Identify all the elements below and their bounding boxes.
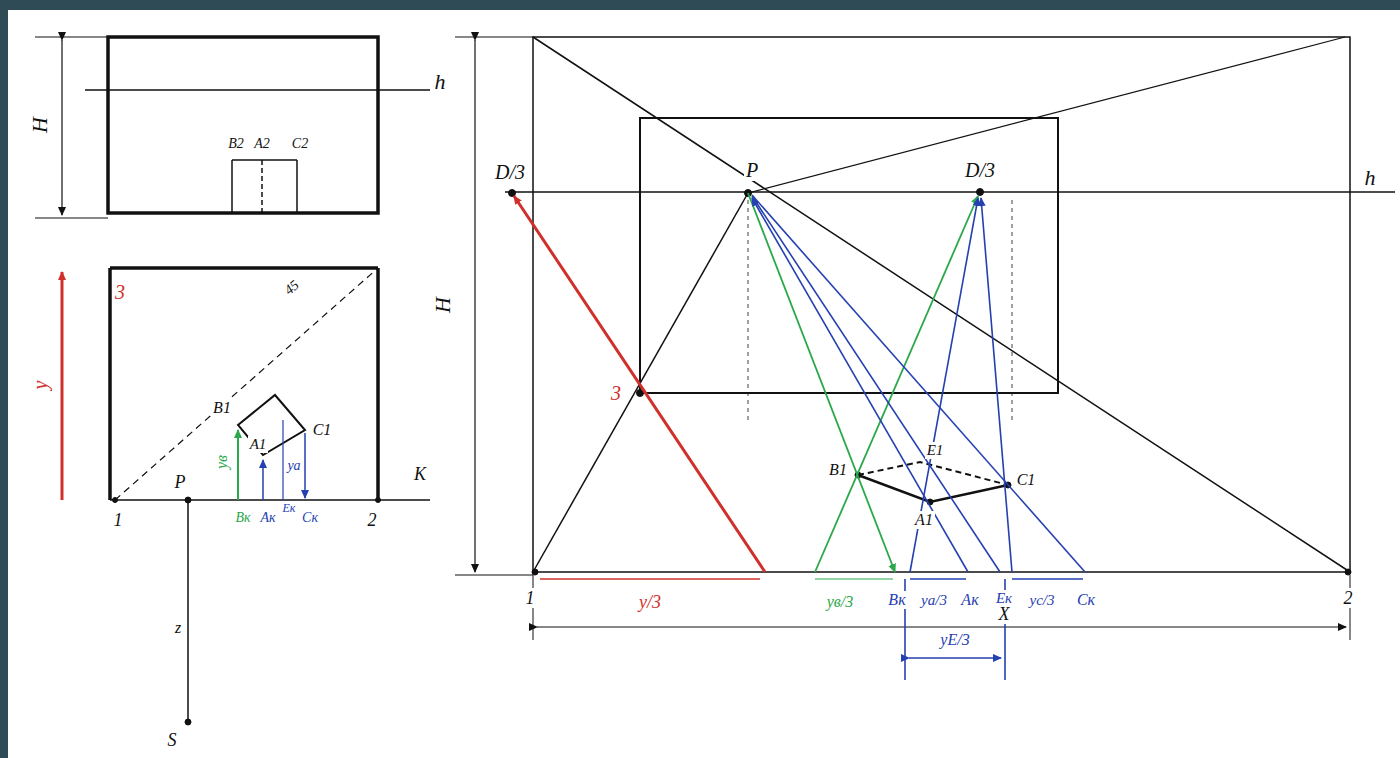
callout-number: 3 [609,382,623,404]
dimension-label: y/3 [637,592,663,612]
point-label: P [744,159,760,181]
dimension-label: ya/3 [919,592,949,609]
point-label: C1 [311,421,334,439]
line-label: h [433,70,448,94]
dimension-label: y [29,379,51,392]
point-label: 2 [366,510,379,530]
axis-label: X [997,604,1012,624]
point-label: Bк [886,591,907,609]
line-label: h [1363,166,1378,190]
point-label: C2 [290,136,310,152]
point-label: 1 [524,588,537,608]
point-label: Aк [959,591,980,609]
point-label: 2 [1342,588,1355,608]
point-label: D/3 [493,161,527,183]
point-label: B1 [827,461,849,479]
point-label: E1 [925,442,946,459]
point-label: B2 [226,136,246,152]
point-label: Eк [281,501,298,515]
point-label: Bк [233,510,252,526]
point-label: 1 [112,510,125,530]
dimension-label: H [28,115,52,135]
line-label: K [412,464,428,484]
point-label: C1 [1015,471,1038,489]
point-label: P [173,472,188,492]
point-label: D/3 [963,159,997,181]
dimension-label: H [431,295,455,315]
distance-label: z [173,619,183,637]
point-label: A1 [913,511,935,529]
dimension-label: yв [213,453,231,471]
point-label: Cк [1075,591,1097,609]
dimension-label: yE/3 [938,631,971,649]
dimension-label: yв/3 [825,593,856,611]
point-label: A2 [252,136,272,152]
point-label: Aк [258,510,277,526]
point-label: B1 [211,399,233,417]
point-label: Cк [300,510,320,526]
point-label: A1 [248,436,269,453]
dimension-label: yc/3 [1028,592,1057,609]
callout-number: 3 [113,281,127,303]
dimension-label: ya [285,458,302,474]
point-label: S [166,730,179,750]
